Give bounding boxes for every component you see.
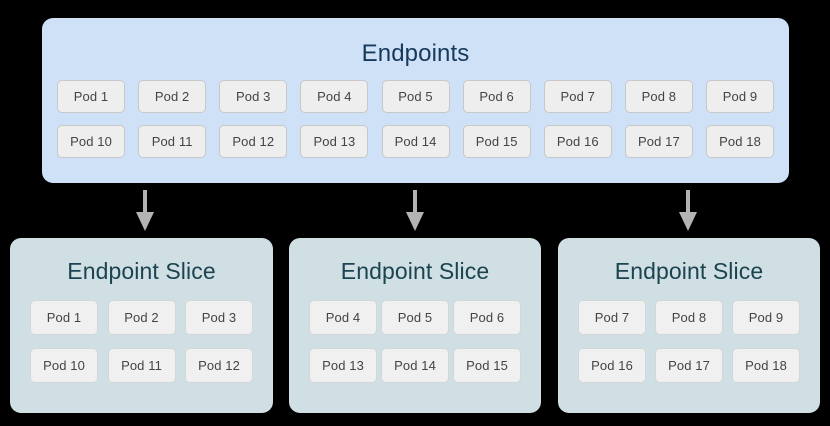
pod-chip: Pod 11	[107, 348, 176, 383]
pod-chip: Pod 10	[30, 348, 98, 383]
endpoints-title: Endpoints	[361, 40, 470, 67]
endpoint-slice-pod-grid: Pod 4 Pod 5 Pod 6 Pod 13 Pod 14 Pod 15	[309, 300, 521, 383]
pod-chip: Pod 9	[706, 80, 774, 113]
endpoint-slice-pod-row: Pod 10 Pod 11 Pod 12	[30, 348, 253, 383]
endpoint-slice-pod-row: Pod 13 Pod 14 Pod 15	[309, 348, 521, 383]
pod-chip: Pod 18	[732, 348, 800, 383]
pod-chip: Pod 14	[381, 348, 449, 383]
endpoint-slice-title: Endpoint Slice	[67, 258, 216, 284]
endpoints-pod-row: Pod 10 Pod 11 Pod 12 Pod 13 Pod 14 Pod 1…	[57, 125, 774, 158]
pod-chip: Pod 6	[453, 300, 521, 335]
pod-chip: Pod 12	[185, 348, 253, 383]
arrow-down-icon	[402, 190, 428, 232]
pod-chip: Pod 14	[381, 125, 450, 158]
pod-chip: Pod 13	[300, 125, 369, 158]
pod-chip: Pod 15	[462, 125, 531, 158]
pod-chip: Pod 6	[462, 80, 531, 113]
pod-chip: Pod 2	[107, 300, 176, 335]
endpoint-slice-pod-row: Pod 4 Pod 5 Pod 6	[309, 300, 521, 335]
arrow-down-icon	[675, 190, 701, 232]
endpoint-slice-pod-grid: Pod 1 Pod 2 Pod 3 Pod 10 Pod 11 Pod 12	[30, 300, 253, 383]
endpoint-slice-title: Endpoint Slice	[614, 258, 764, 284]
pod-chip: Pod 12	[219, 125, 288, 158]
pod-chip: Pod 2	[138, 80, 207, 113]
endpoint-slice-title: Endpoint Slice	[340, 258, 490, 284]
pod-chip: Pod 16	[543, 125, 612, 158]
pod-chip: Pod 7	[543, 80, 612, 113]
endpoint-slice-pod-grid: Pod 7 Pod 8 Pod 9 Pod 16 Pod 17 Pod 18	[578, 300, 800, 383]
pod-chip: Pod 5	[381, 300, 449, 335]
endpoints-pod-row: Pod 1 Pod 2 Pod 3 Pod 4 Pod 5 Pod 6 Pod …	[57, 80, 774, 113]
pod-chip: Pod 18	[706, 125, 774, 158]
pod-chip: Pod 3	[219, 80, 288, 113]
pod-chip: Pod 1	[30, 300, 98, 335]
pod-chip: Pod 16	[578, 348, 646, 383]
pod-chip: Pod 10	[57, 125, 125, 158]
pod-chip: Pod 17	[655, 348, 723, 383]
pod-chip: Pod 4	[309, 300, 377, 335]
pod-chip: Pod 1	[57, 80, 125, 113]
pod-chip: Pod 11	[138, 125, 207, 158]
endpoint-slice-panel-3: Endpoint Slice Pod 7 Pod 8 Pod 9 Pod 16 …	[558, 238, 820, 413]
pod-chip: Pod 17	[624, 125, 693, 158]
endpoints-pod-grid: Pod 1 Pod 2 Pod 3 Pod 4 Pod 5 Pod 6 Pod …	[57, 80, 774, 158]
endpoint-slice-panel-2: Endpoint Slice Pod 4 Pod 5 Pod 6 Pod 13 …	[289, 238, 541, 413]
endpoint-slice-pod-row: Pod 16 Pod 17 Pod 18	[578, 348, 800, 383]
pod-chip: Pod 3	[185, 300, 253, 335]
pod-chip: Pod 9	[732, 300, 800, 335]
endpoints-panel: Endpoints Pod 1 Pod 2 Pod 3 Pod 4 Pod 5 …	[42, 18, 789, 183]
pod-chip: Pod 5	[381, 80, 450, 113]
pod-chip: Pod 4	[300, 80, 369, 113]
endpoint-slice-panel-1: Endpoint Slice Pod 1 Pod 2 Pod 3 Pod 10 …	[10, 238, 273, 413]
pod-chip: Pod 8	[624, 80, 693, 113]
pod-chip: Pod 13	[309, 348, 377, 383]
pod-chip: Pod 7	[578, 300, 646, 335]
pod-chip: Pod 15	[453, 348, 521, 383]
arrow-down-icon	[132, 190, 158, 232]
endpoint-slice-pod-row: Pod 7 Pod 8 Pod 9	[578, 300, 800, 335]
endpoint-slice-pod-row: Pod 1 Pod 2 Pod 3	[30, 300, 253, 335]
pod-chip: Pod 8	[655, 300, 723, 335]
